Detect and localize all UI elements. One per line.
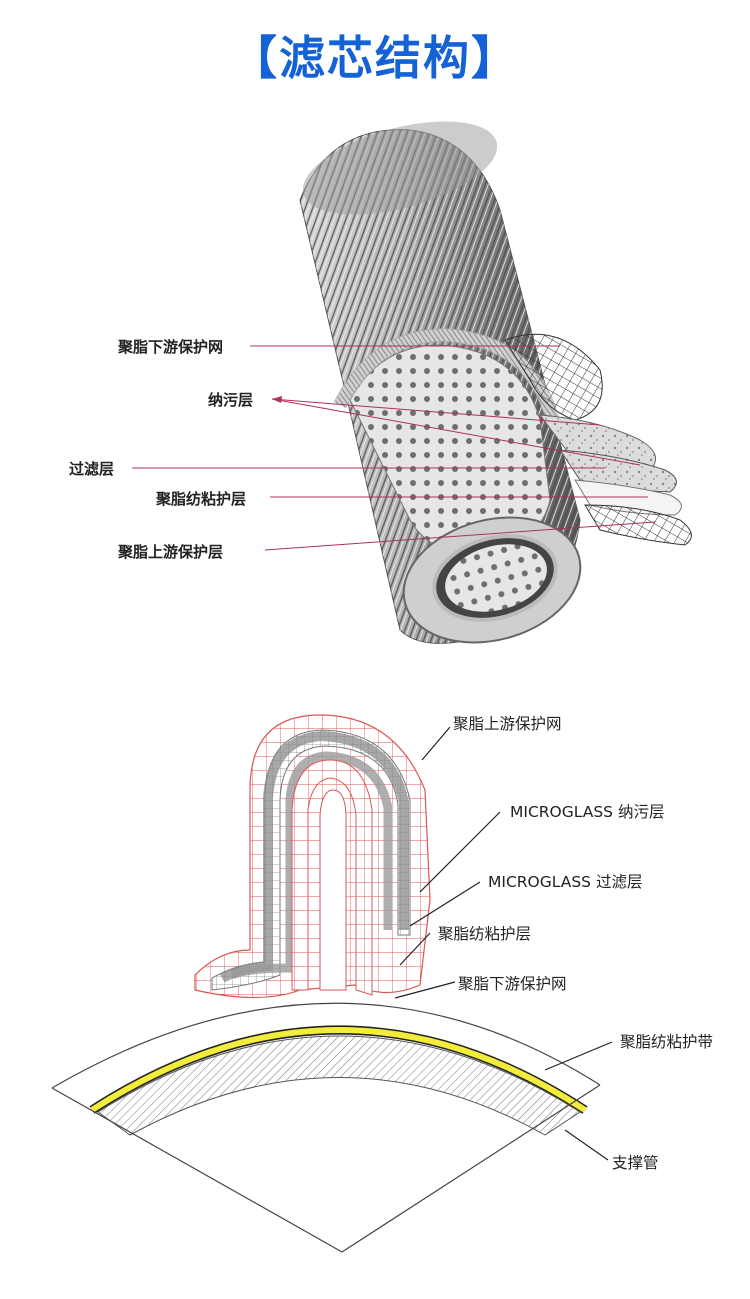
- label-spunbond-tape: 聚脂纺粘护带: [620, 1033, 713, 1051]
- label-dirt-holding-layer: 纳污层: [208, 391, 253, 409]
- page-title: 【滤芯结构】: [231, 31, 519, 85]
- label-upstream-mesh: 聚脂上游保护网: [453, 715, 562, 733]
- label-support-tube: 支撑管: [612, 1154, 659, 1172]
- label-microglass-filter-layer: MICROGLASS 过滤层: [488, 873, 642, 891]
- label-filter-layer: 过滤层: [69, 460, 114, 478]
- label-downstream-mesh: 聚脂下游保护网: [117, 338, 223, 356]
- filter-cylinder-illustration: [299, 121, 692, 644]
- pleat-cross-section: [194, 714, 431, 999]
- label-upstream-layer: 聚脂上游保护层: [117, 543, 223, 561]
- bottom-leader-lines: [394, 726, 613, 1161]
- label-spunbond-protective-layer: 聚脂纺粘护层: [438, 925, 531, 943]
- label-spunbond-layer: 聚脂纺粘护层: [155, 490, 246, 508]
- label-microglass-dirt-layer: MICROGLASS 纳污层: [510, 803, 664, 821]
- top-leader-lines: [132, 345, 656, 551]
- label-downstream-protective-mesh: 聚脂下游保护网: [458, 975, 567, 993]
- support-tube-section: [51, 1002, 601, 1253]
